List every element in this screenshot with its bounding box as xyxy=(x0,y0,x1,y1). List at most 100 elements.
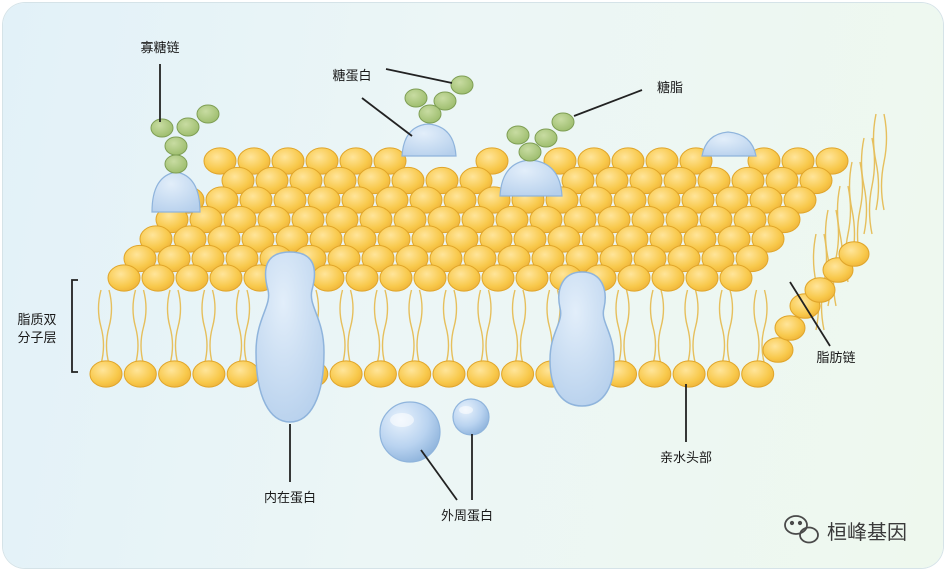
phospholipid-head xyxy=(774,315,806,341)
fatty-acid-tail xyxy=(339,289,354,365)
phospholipid-head xyxy=(479,225,513,253)
phospholipid-head xyxy=(838,241,870,267)
phospholipid-head xyxy=(697,166,731,195)
phospholipid-head xyxy=(629,166,663,195)
peripheral-protein-small xyxy=(452,398,490,436)
phospholipid-head xyxy=(191,244,225,273)
phospholipid-head xyxy=(529,205,563,234)
fatty-acid-tail xyxy=(235,289,251,365)
phospholipid-head xyxy=(343,225,377,253)
phospholipid-head xyxy=(291,205,325,234)
fatty-acid-tail xyxy=(201,289,216,365)
phospholipid-head xyxy=(466,360,500,388)
phospholipid-head xyxy=(325,205,359,234)
phospholipid-head xyxy=(515,264,549,292)
sugar-unit xyxy=(450,75,474,95)
sugar-unit xyxy=(404,88,428,108)
watermark-text: 桓峰基因 xyxy=(827,520,907,544)
phospholipid-head xyxy=(255,166,289,195)
phospholipid-head xyxy=(741,360,775,388)
phospholipid-head xyxy=(683,225,717,253)
phospholipid-head xyxy=(672,360,706,388)
label-glycoprotein: 糖蛋白 xyxy=(332,68,371,84)
label-oligosaccharide-chain: 寡糖链 xyxy=(140,40,179,56)
phospholipid-head xyxy=(205,186,239,214)
phospholipid-head xyxy=(581,225,615,253)
phospholipid-head xyxy=(141,264,175,292)
phospholipid-head xyxy=(685,264,719,292)
sugar-unit xyxy=(164,154,188,174)
fatty-acid-tail xyxy=(649,289,665,365)
phospholipid-head xyxy=(733,205,767,234)
phospholipid-head xyxy=(409,186,443,214)
phospholipid-head xyxy=(547,225,581,253)
phospholipid-head xyxy=(427,205,461,234)
leader-lines xyxy=(71,64,831,501)
phospholipid-head xyxy=(563,205,597,234)
phospholipid-head xyxy=(363,360,397,388)
phospholipid-head xyxy=(463,244,497,273)
fatty-acid-tail xyxy=(477,289,492,365)
label-bilayer-line2: 分子层 xyxy=(17,331,56,346)
phospholipid-head xyxy=(667,244,701,273)
phospholipid-head xyxy=(617,264,651,292)
sugar-unit xyxy=(551,112,575,132)
fatty-acid-tail xyxy=(753,289,768,365)
sugar-unit xyxy=(534,128,558,148)
phospholipid-head xyxy=(633,244,667,273)
fatty-acid-tail xyxy=(408,289,423,365)
fatty-acid-tail xyxy=(442,289,458,365)
phospholipid-head xyxy=(221,166,255,195)
phospholipid-head xyxy=(513,225,547,253)
phospholipid-head xyxy=(599,244,633,273)
oligosaccharide-anchor-protein xyxy=(151,171,201,213)
phospholipid-head xyxy=(123,360,157,388)
phospholipid-head xyxy=(597,205,631,234)
phospholipid-head xyxy=(706,360,740,388)
sugar-unit xyxy=(506,125,530,145)
phospholipid-head xyxy=(815,147,849,175)
phospholipid-head xyxy=(804,277,836,303)
sugar-unit xyxy=(518,142,542,162)
phospholipid-head xyxy=(432,360,466,388)
phospholipid-head xyxy=(305,147,339,175)
phospholipid-head xyxy=(445,225,479,253)
integral-protein-right xyxy=(549,271,615,407)
phospholipid-head xyxy=(207,225,241,253)
fatty-acid-tail xyxy=(615,289,630,365)
label-hydrophilic-head: 亲水头部 xyxy=(660,451,712,466)
phospholipid-head xyxy=(398,360,432,388)
integral-protein-left xyxy=(255,251,325,423)
phospholipid-head xyxy=(701,244,735,273)
phospholipid-head xyxy=(717,225,751,253)
phospholipid-head xyxy=(203,147,237,175)
phospholipid-head xyxy=(611,147,645,175)
fatty-acid-tail xyxy=(718,289,734,365)
phospholipid-head xyxy=(139,225,173,253)
phospholipid-head xyxy=(699,205,733,234)
phospholipid-head xyxy=(189,205,223,234)
phospholipid-head xyxy=(345,264,379,292)
sugar-unit xyxy=(433,91,457,111)
phospholipid-head xyxy=(158,360,192,388)
phospholipid-head xyxy=(395,244,429,273)
phospholipid-head xyxy=(443,186,477,214)
fatty-acid-tail xyxy=(166,289,182,365)
phospholipid-head xyxy=(665,205,699,234)
phospholipid-head xyxy=(209,264,243,292)
phospholipid-head xyxy=(311,264,345,292)
label-fatty-acid-chain: 脂肪链 xyxy=(816,350,855,366)
wechat-icon xyxy=(784,515,819,544)
phospholipid-head xyxy=(271,147,305,175)
phospholipid-head xyxy=(89,360,123,388)
phospholipid-head xyxy=(647,186,681,214)
phospholipid-head xyxy=(173,225,207,253)
phospholipid-head xyxy=(595,166,629,195)
phospholipid-head xyxy=(309,225,343,253)
phospholipid-head xyxy=(413,264,447,292)
phospholipid-head xyxy=(237,147,271,175)
glycoprotein-body xyxy=(401,123,457,157)
phospholipid-head xyxy=(579,186,613,214)
phospholipid-head xyxy=(327,244,361,273)
